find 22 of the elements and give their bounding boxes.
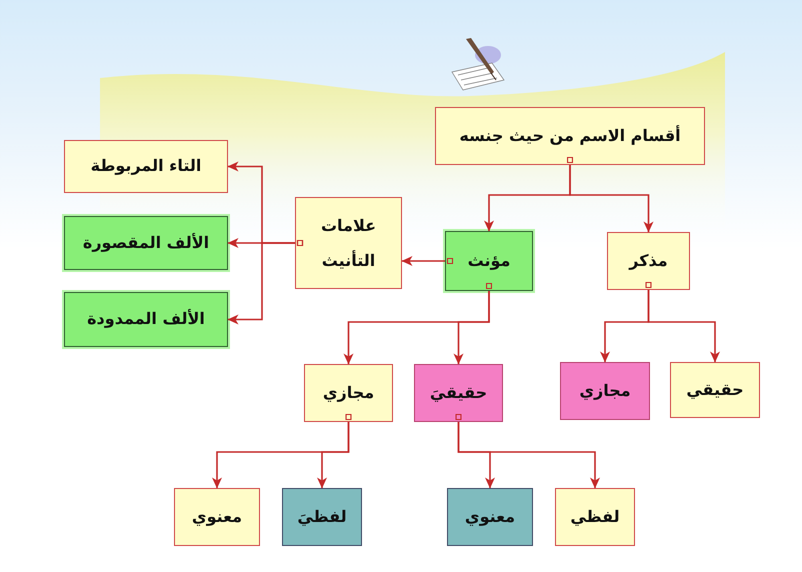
category-box: التاء المربوطة — [64, 140, 228, 193]
category-box: مذكر — [607, 232, 690, 290]
category-box: حقيقيَ — [414, 364, 503, 422]
category-box: الألف المقصورة — [64, 216, 228, 270]
category-box: حقيقي — [670, 362, 760, 418]
category-box: مجازي — [304, 364, 393, 422]
category-box: لفظي — [555, 488, 635, 546]
category-box: لفظيَ — [282, 488, 362, 546]
category-box: أقسام الاسم من حيث جنسه — [435, 107, 705, 165]
arrow — [344, 282, 492, 364]
category-box: مؤنث — [445, 231, 533, 291]
arrow — [212, 414, 352, 488]
category-box: معنوي — [447, 488, 533, 546]
category-box: علامات التأنيث — [295, 197, 402, 289]
category-box: الألف الممدودة — [64, 292, 228, 347]
arrow — [484, 156, 574, 232]
arrow — [402, 256, 454, 266]
arrow — [455, 414, 495, 488]
arrow — [228, 240, 304, 324]
arrow — [600, 282, 652, 362]
category-box: معنوي — [174, 488, 260, 546]
category-box: مجازي — [560, 362, 650, 420]
